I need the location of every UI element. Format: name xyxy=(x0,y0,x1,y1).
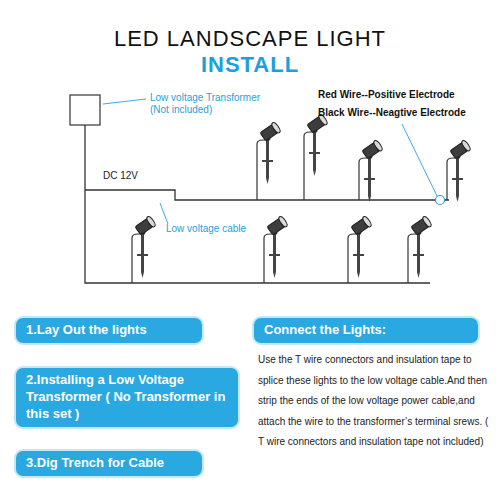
light-wire xyxy=(407,238,408,283)
light-wire xyxy=(131,238,132,283)
stake-flange xyxy=(309,152,320,154)
leader-lines xyxy=(103,99,168,224)
step-box: 1.Lay Out the lights xyxy=(14,316,204,345)
spot-light xyxy=(132,215,157,278)
step-box: Connect the Lights: xyxy=(252,316,480,345)
light-head xyxy=(266,215,288,235)
spot-light xyxy=(257,121,282,184)
cable-lines xyxy=(85,125,449,283)
spot-light xyxy=(408,215,433,278)
light-wire xyxy=(263,238,264,283)
light-group xyxy=(132,113,472,283)
light-head xyxy=(259,121,281,141)
light-head xyxy=(449,139,471,159)
electrode-leader xyxy=(402,124,437,196)
stake-flange xyxy=(413,254,424,256)
light-head xyxy=(410,215,432,235)
stake-flange xyxy=(353,254,364,256)
spot-light xyxy=(304,113,329,176)
transformer-leader xyxy=(103,99,146,104)
wire-note: Black Wire--Neagtive Electrode xyxy=(318,107,496,119)
light-head xyxy=(361,139,383,159)
light-wire xyxy=(347,238,348,283)
bottom-cable xyxy=(85,125,430,283)
light-lens xyxy=(278,215,289,228)
voltage-label: DC 12V xyxy=(103,170,163,182)
light-wire xyxy=(303,136,304,200)
cable-leader xyxy=(160,203,168,224)
light-wire xyxy=(256,144,257,200)
wire-note: Red Wire--Positive Electrode xyxy=(318,89,496,101)
light-lens xyxy=(146,215,157,228)
subtitle: INSTALL xyxy=(0,52,500,78)
stake-flange xyxy=(452,178,463,180)
step-text: 3.Dig Trench for Cable xyxy=(26,455,164,472)
stake-flange xyxy=(364,178,375,180)
step-text: 2.Installing a Low Voltage Transformer (… xyxy=(26,372,228,423)
stake-flange xyxy=(269,254,280,256)
light-lens xyxy=(271,121,282,134)
spot-light xyxy=(348,215,373,278)
light-wire xyxy=(358,162,359,200)
instruction-text: Use the T wire connectors and insulation… xyxy=(258,350,492,453)
wire-end-marker xyxy=(436,196,445,205)
step-text: Connect the Lights: xyxy=(264,322,386,339)
stake-flange xyxy=(262,160,273,162)
step-text: 1.Lay Out the lights xyxy=(26,322,147,339)
transformer-label: Low voltage Transformer (Not included) xyxy=(150,92,278,116)
light-lens xyxy=(461,139,472,152)
light-head xyxy=(350,215,372,235)
spot-light xyxy=(359,139,384,202)
step-box: 3.Dig Trench for Cable xyxy=(14,449,204,478)
stake-flange xyxy=(137,254,148,256)
cable-label: Low voltage cable xyxy=(166,223,261,235)
transformer-box xyxy=(70,95,100,125)
top-cable xyxy=(85,190,449,200)
light-head xyxy=(134,215,156,235)
light-wire xyxy=(446,162,447,200)
title: LED LANDSCAPE LIGHT xyxy=(0,26,500,52)
spot-light xyxy=(447,139,472,202)
spot-light xyxy=(264,215,289,278)
light-lens xyxy=(362,215,373,228)
step-box: 2.Installing a Low Voltage Transformer (… xyxy=(14,366,240,429)
light-lens xyxy=(373,139,384,152)
light-lens xyxy=(422,215,433,228)
